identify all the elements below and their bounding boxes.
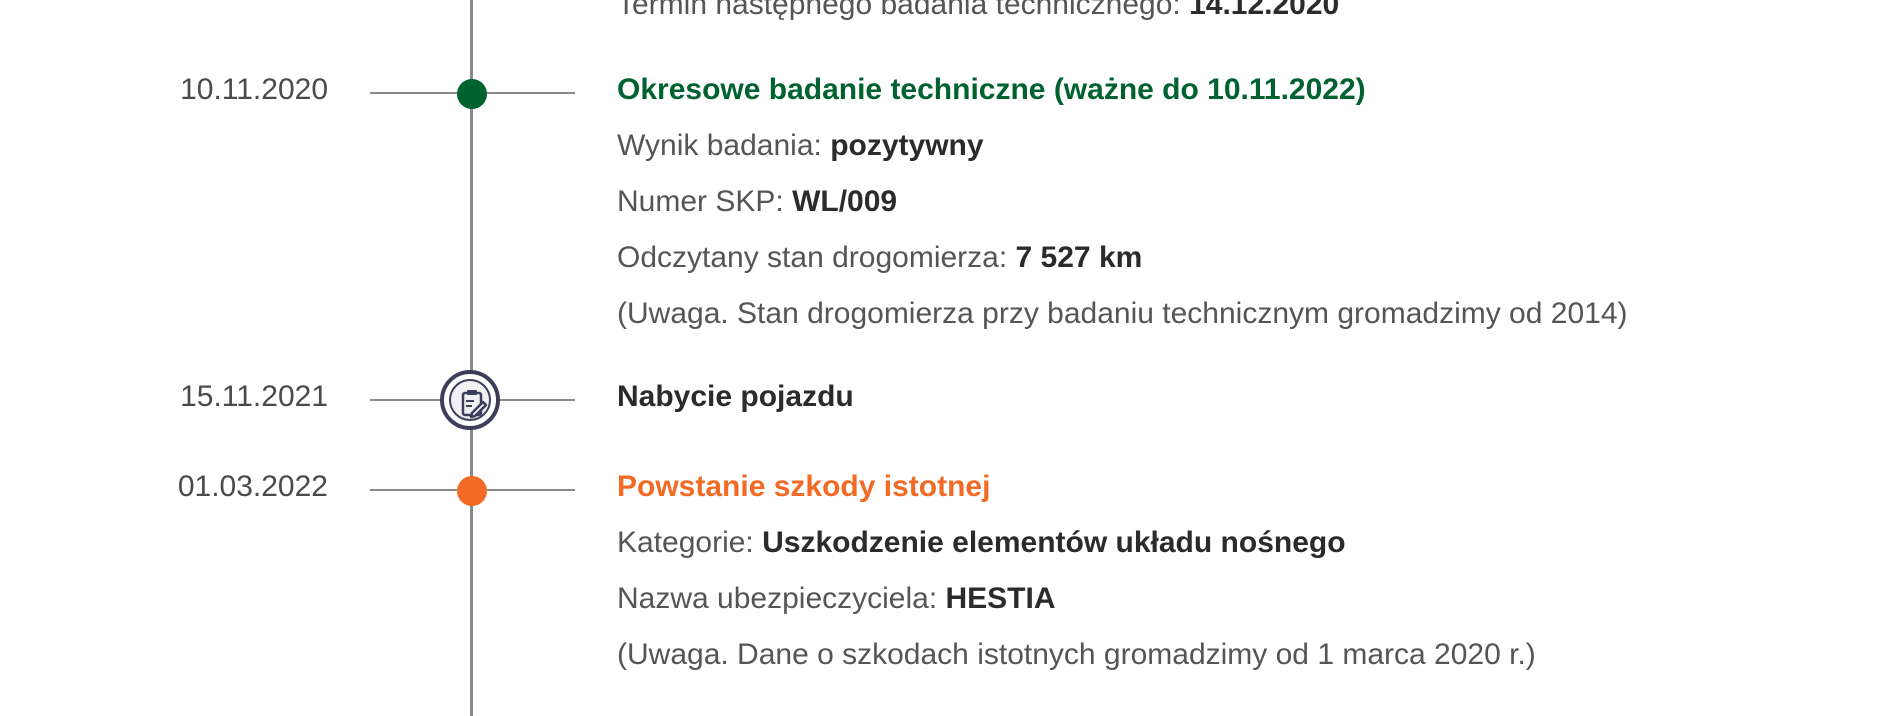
orange-status-dot-icon: [457, 476, 487, 506]
row-label: Kategorie:: [617, 526, 754, 559]
damage-category-row: Kategorie: Uszkodzenie elementów układu …: [617, 525, 1840, 561]
next-inspection-value: 14.12.2020: [1189, 0, 1340, 21]
ownership-document-icon: [440, 370, 500, 430]
previous-entry-partial: Termin następnego badania technicznego: …: [617, 0, 1840, 23]
green-status-dot-icon: [457, 79, 487, 109]
entry-content: Powstanie szkody istotnej Kategorie: Usz…: [617, 469, 1840, 673]
entry-note: (Uwaga. Dane o szkodach istotnych gromad…: [617, 638, 1536, 671]
entry-date: 01.03.2022: [177, 470, 328, 503]
row-value: HESTIA: [945, 582, 1056, 615]
inspection-result-row: Wynik badania: pozytywny: [617, 128, 1840, 164]
pen-document-icon: [461, 390, 488, 419]
row-value: WL/009: [792, 185, 898, 218]
timeline-vertical-line: [470, 0, 473, 716]
entry-content: Nabycie pojazdu: [617, 379, 1840, 415]
row-value: Uszkodzenie elementów układu nośnego: [762, 526, 1346, 559]
row-label: Nazwa ubezpieczyciela:: [617, 582, 938, 615]
entry-date: 10.11.2020: [180, 73, 328, 106]
row-label: Odczytany stan drogomierza:: [617, 241, 1008, 274]
next-inspection-label: Termin następnego badania technicznego:: [617, 0, 1181, 21]
row-label: Wynik badania:: [617, 129, 822, 162]
odometer-row: Odczytany stan drogomierza: 7 527 km: [617, 240, 1840, 276]
entry-title: Okresowe badanie techniczne (ważne do 10…: [617, 73, 1366, 106]
entry-date: 15.11.2021: [180, 380, 328, 413]
entry-note: (Uwaga. Stan drogomierza przy badaniu te…: [617, 297, 1628, 330]
insurer-name-row: Nazwa ubezpieczyciela: HESTIA: [617, 581, 1840, 617]
entry-content: Okresowe badanie techniczne (ważne do 10…: [617, 72, 1840, 332]
entry-title: Nabycie pojazdu: [617, 380, 854, 413]
row-label: Numer SKP:: [617, 185, 784, 218]
row-value: pozytywny: [830, 129, 984, 162]
skp-number-row: Numer SKP: WL/009: [617, 184, 1840, 220]
entry-title: Powstanie szkody istotnej: [617, 470, 991, 503]
next-inspection-row: Termin następnego badania technicznego: …: [617, 0, 1840, 23]
row-value: 7 527 km: [1015, 241, 1143, 274]
